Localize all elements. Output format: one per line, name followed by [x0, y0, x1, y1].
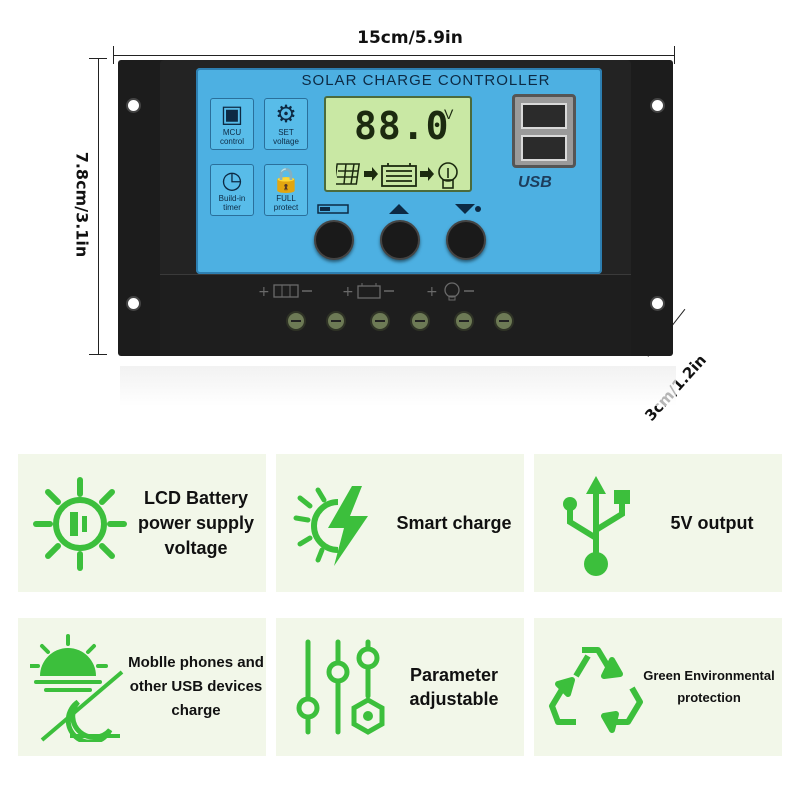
up-marker-icon — [389, 204, 409, 214]
usb-slot[interactable] — [521, 103, 567, 129]
lcd-voltage-unit: V — [444, 106, 454, 122]
lightning-sun-icon — [293, 486, 368, 566]
mounting-hole — [126, 98, 141, 113]
width-dimension-label: 15cm/5.9in — [357, 28, 463, 48]
gear-icon: ⚙ SET voltage — [264, 98, 308, 150]
terminal-screw[interactable] — [286, 311, 306, 331]
front-panel: SOLAR CHARGE CONTROLLER ▣ MCU control ⚙ … — [196, 68, 602, 274]
feature-text: Moblle phones and other USB devices char… — [128, 654, 264, 719]
up-button[interactable] — [380, 220, 420, 260]
sun-battery-icon — [33, 477, 127, 571]
battery-icon — [381, 163, 417, 187]
feature-5v-output: 5V output — [534, 454, 782, 592]
terminal-block: + + + — [160, 274, 631, 356]
lcd-voltage-value: 88.0 — [354, 104, 450, 148]
terminal-screw[interactable] — [410, 311, 430, 331]
recycle-icon — [549, 647, 643, 733]
feature-text: LCD Battery power supply voltage — [137, 487, 254, 558]
height-dimension-tick — [89, 58, 107, 59]
day-night-icon — [30, 634, 124, 742]
feature-text: 5V output — [670, 512, 754, 533]
usb-slot[interactable] — [521, 135, 567, 161]
down-button[interactable] — [446, 220, 486, 260]
menu-button[interactable] — [314, 220, 354, 260]
feature-lcd: LCD Battery power supply voltage — [18, 454, 266, 592]
arrow-icon — [364, 167, 378, 181]
svg-text:+: + — [426, 284, 438, 300]
terminal-screw[interactable] — [454, 311, 474, 331]
feature-green: Green Environmental protection — [534, 618, 782, 756]
mounting-hole — [126, 296, 141, 311]
device-reflection — [120, 366, 676, 406]
svg-text:+: + — [258, 284, 270, 300]
lock-icon: 🔒 FULL protect — [264, 164, 308, 216]
charge-controller: SOLAR CHARGE CONTROLLER ▣ MCU control ⚙ … — [118, 60, 673, 356]
terminal-screw[interactable] — [370, 311, 390, 331]
lcd-display: 88.0 V — [324, 96, 472, 192]
feature-text: Smart charge — [396, 512, 512, 533]
menu-marker-icon — [317, 204, 349, 214]
mounting-hole — [650, 98, 665, 113]
feature-parameter: Parameter adjustable — [276, 618, 524, 756]
usb-label: USB — [518, 174, 552, 191]
down-marker-icon — [455, 204, 481, 214]
load-terminal-icon: + — [426, 282, 474, 301]
terminal-screw[interactable] — [494, 311, 514, 331]
sliders-icon — [296, 639, 385, 735]
panel-title: SOLAR CHARGE CONTROLLER — [301, 72, 551, 89]
width-dimension-line — [113, 55, 674, 56]
width-dimension-tick — [113, 46, 114, 64]
mounting-hole — [650, 296, 665, 311]
feature-smart-charge: Smart charge — [276, 454, 524, 592]
solar-panel-icon — [336, 163, 361, 185]
height-dimension-line — [98, 58, 99, 354]
height-dimension-tick — [89, 354, 107, 355]
width-dimension-tick — [674, 46, 675, 64]
height-dimension-label: 7.8cm/3.1in — [72, 151, 92, 258]
energy-flow-icon — [336, 162, 458, 189]
timer-icon: ◷ Build-in timer — [210, 164, 254, 216]
battery-terminal-icon: + — [342, 283, 394, 300]
usb-port[interactable] — [512, 94, 576, 168]
feature-text: Parameter adjustable — [409, 665, 499, 709]
bulb-icon — [438, 162, 458, 189]
feature-mobile-charge: Moblle phones and other USB devices char… — [18, 618, 266, 756]
svg-text:+: + — [342, 284, 354, 300]
usb-icon — [563, 476, 630, 576]
solar-terminal-icon: + — [258, 284, 312, 300]
arrow-icon — [420, 167, 434, 181]
mcu-icon: ▣ MCU control — [210, 98, 254, 150]
feature-text: Green Environmental protection — [643, 668, 775, 705]
terminal-screw[interactable] — [326, 311, 346, 331]
